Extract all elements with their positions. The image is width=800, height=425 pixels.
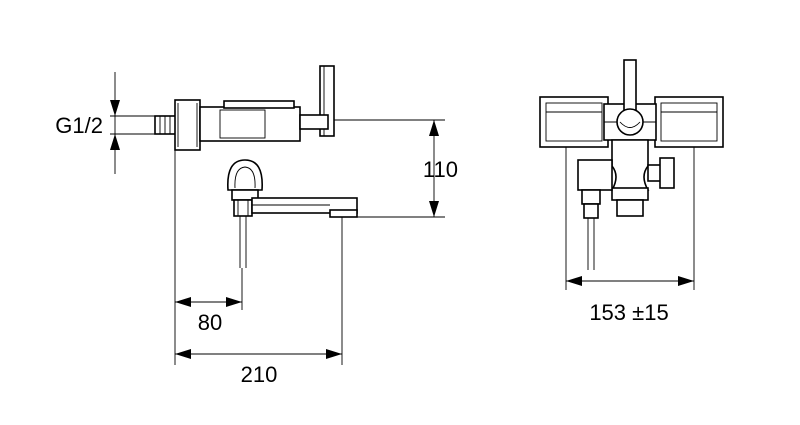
spout-outlet: [616, 199, 644, 217]
inlet-pipe: [154, 115, 178, 135]
front-view: 153 ±15: [539, 59, 724, 325]
left-flange: [539, 96, 609, 148]
shower-outlet: [233, 199, 253, 217]
side-view: G1/2 110 80 210: [55, 65, 458, 387]
lever-hub: [616, 108, 644, 136]
height-dimension-label: 110: [423, 157, 458, 182]
thread-dimension-label: G1/2: [55, 113, 103, 138]
lower-body: [610, 139, 650, 191]
width-dimension-label: 153 ±15: [589, 300, 668, 325]
mixer-body: [199, 106, 301, 142]
wall-flange: [174, 99, 201, 151]
offset-dimension-label: 80: [198, 310, 222, 335]
side-knob: [659, 157, 675, 189]
length-dimension-label: 210: [241, 362, 278, 387]
diverter-knob: [227, 159, 263, 191]
right-flange: [654, 96, 724, 148]
